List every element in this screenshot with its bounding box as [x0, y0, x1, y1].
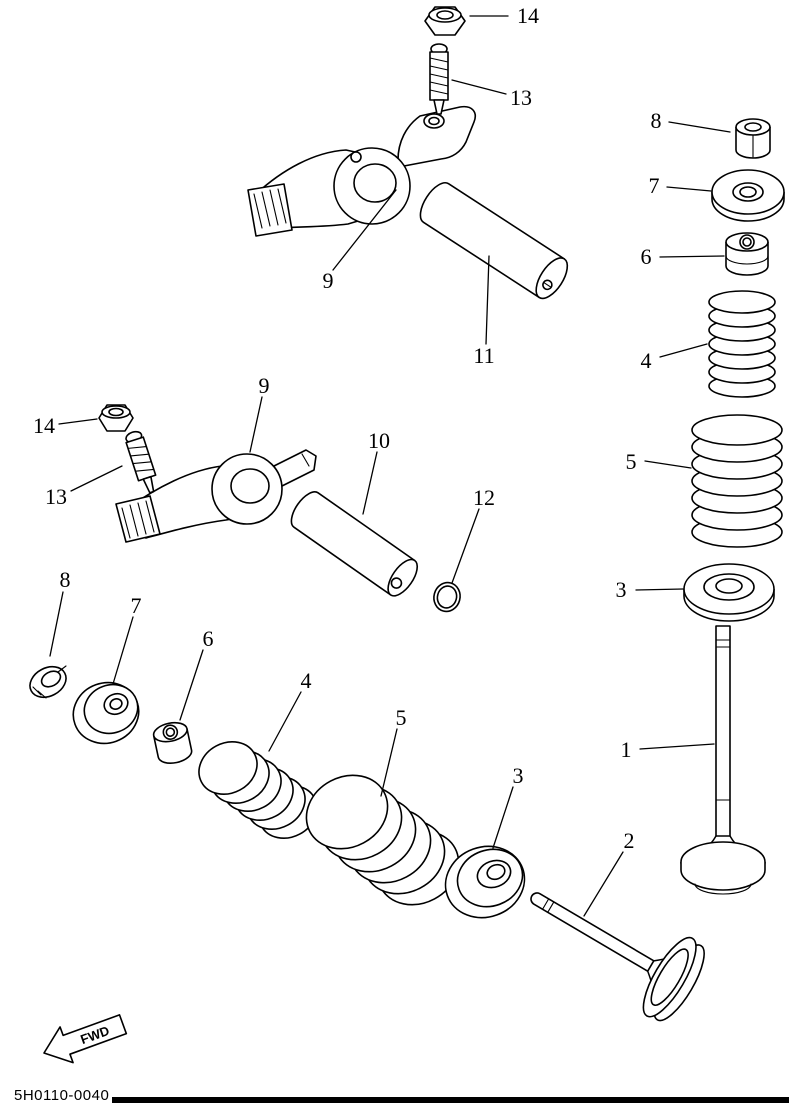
- callout-9-mid: 9: [259, 373, 270, 398]
- adjuster-screw-top: [429, 43, 449, 115]
- o-ring-12: [433, 581, 461, 613]
- adjuster-nut-top: [424, 6, 466, 36]
- pad-hatching: [121, 500, 155, 539]
- rocker-pad-face: [247, 183, 293, 237]
- callout-4-right: 4: [641, 348, 652, 373]
- outer-valve-spring-left: [305, 774, 460, 906]
- spring-seat-left: [444, 845, 526, 919]
- diagram-part-code: 5H0110-0040: [14, 1087, 109, 1103]
- valve-collet-left: [29, 665, 67, 699]
- callout-5-left: 5: [396, 705, 407, 730]
- rocker-shaft-11: [419, 182, 569, 300]
- callout-9-top: 9: [323, 268, 334, 293]
- outer-valve-spring-right: [691, 414, 783, 548]
- valve-stem-seal-left: [152, 721, 193, 764]
- callout-7-right: 7: [649, 173, 660, 198]
- callout-6-right: 6: [641, 244, 652, 269]
- valve-1: [680, 625, 766, 895]
- inner-valve-spring-left: [198, 741, 318, 839]
- callout-2: 2: [624, 828, 635, 853]
- rocker-arm-top: [247, 105, 476, 237]
- bottom-edge-bar: [112, 1097, 789, 1103]
- valve-stem-seal-right: [725, 232, 769, 276]
- callout-11: 11: [473, 343, 494, 368]
- callout-5-right: 5: [626, 449, 637, 474]
- callout-8-right: 8: [651, 108, 662, 133]
- callout-1: 1: [621, 737, 632, 762]
- callout-6-left: 6: [203, 626, 214, 651]
- callout-4-left: 4: [301, 668, 312, 693]
- callout-3-left: 3: [513, 763, 524, 788]
- adjuster-screw-mid: [125, 430, 157, 494]
- rocker-shaft-10: [290, 491, 419, 597]
- inner-valve-spring-right: [708, 290, 776, 398]
- valve-2: [530, 892, 705, 1022]
- spring-retainer-right: [711, 169, 785, 222]
- adjuster-nut-mid: [98, 404, 134, 432]
- callout-10: 10: [368, 428, 390, 453]
- rocker-pad-face: [115, 495, 161, 543]
- callout-14-mid: 14: [33, 413, 55, 438]
- callout-7-left: 7: [131, 593, 142, 618]
- callout-8-left: 8: [60, 567, 71, 592]
- fwd-direction-arrow: FWD: [43, 1014, 128, 1064]
- callout-12: 12: [473, 485, 495, 510]
- leader-lines: [49, 15, 731, 917]
- callout-13-mid: 13: [45, 484, 67, 509]
- valve-collet-right: [735, 118, 771, 159]
- callout-labels: 14 13 9 11 8 7 6 4 5 3 1 14 13 9 10 12 8…: [33, 3, 662, 853]
- pad-hatching: [253, 188, 287, 229]
- spring-retainer-left: [72, 681, 140, 745]
- callout-13-top: 13: [510, 85, 532, 110]
- rocker-arm-mid: [115, 449, 317, 543]
- spring-seat-right: [683, 563, 775, 622]
- callout-3-right: 3: [616, 577, 627, 602]
- callout-14-top: 14: [517, 3, 539, 28]
